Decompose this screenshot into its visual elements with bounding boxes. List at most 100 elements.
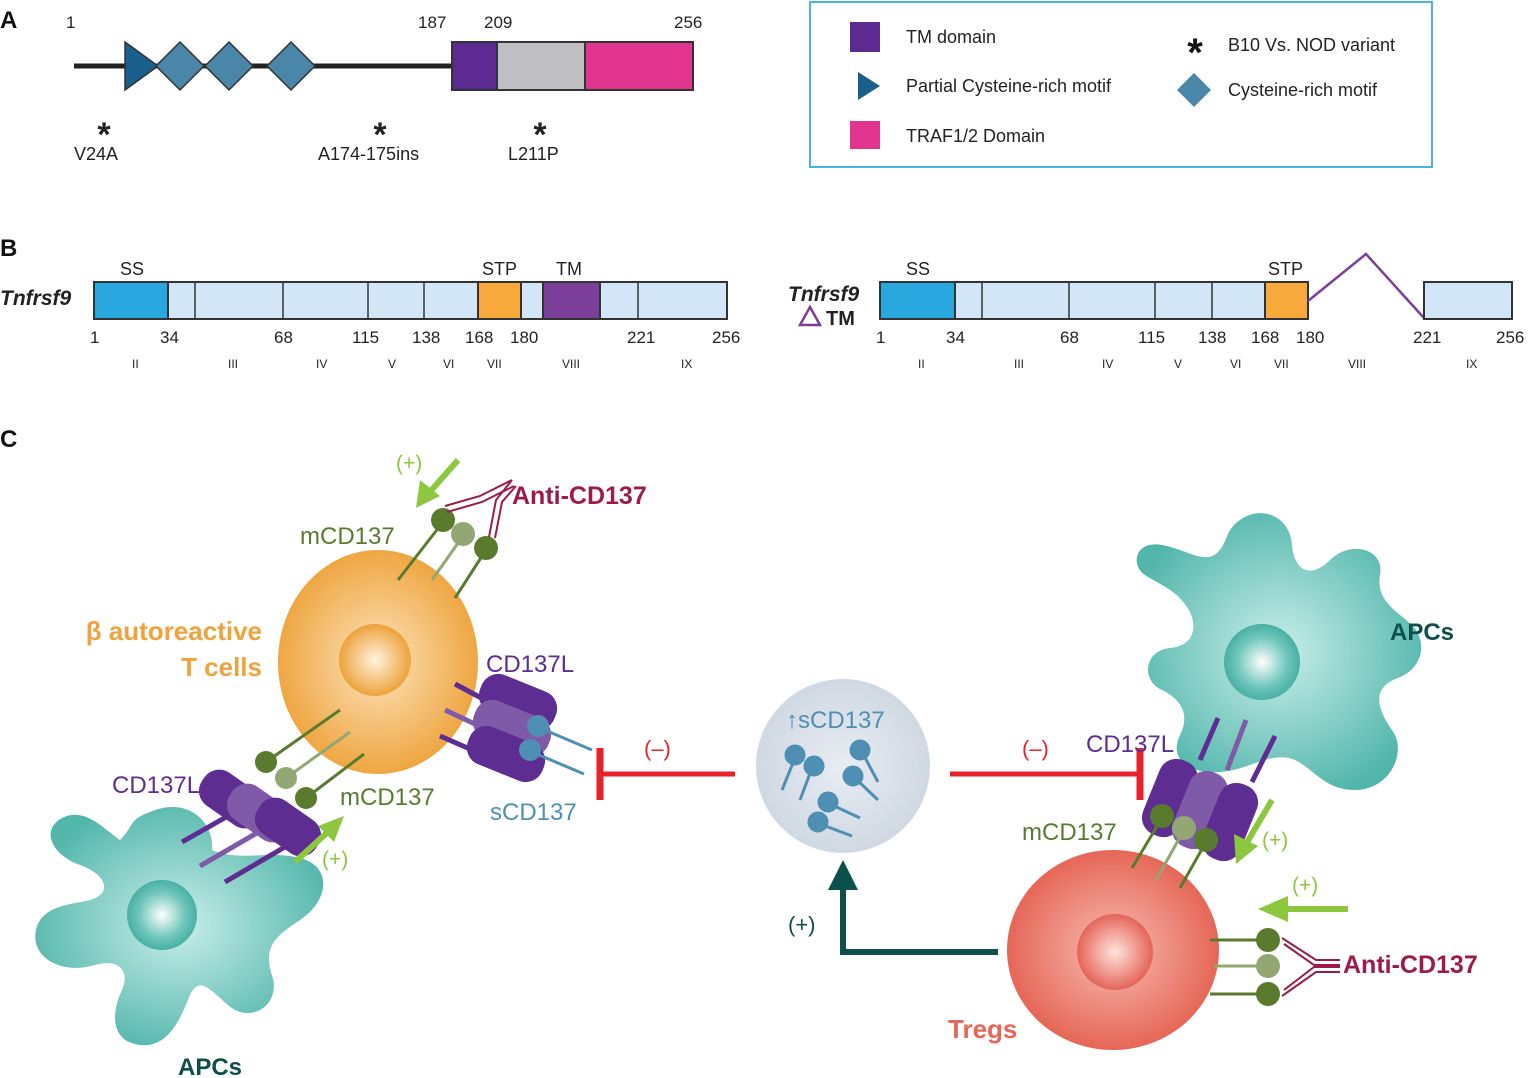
exon-label: VIII: [1348, 357, 1366, 371]
plus-label: (+): [396, 452, 422, 475]
mcd137-head: [451, 522, 475, 546]
mcd137-head: [1256, 928, 1280, 952]
plus-label: (+): [788, 912, 816, 937]
mcd137-head: [1194, 828, 1218, 852]
variant-star: *: [97, 116, 111, 154]
stimulation-head: [1258, 896, 1288, 922]
position-label: 209: [484, 13, 512, 32]
delta-tm-label: TM: [826, 308, 855, 330]
mcd137-stem: [265, 708, 341, 764]
stp-region: [477, 281, 522, 320]
scd137-head: [519, 739, 541, 761]
secretion-arrow-head: [828, 860, 858, 890]
cd137l-stem: [1249, 734, 1278, 784]
ss-label: SS: [120, 259, 144, 279]
cysteine-rich-motif-diamond: [265, 40, 317, 92]
soluble-cd137-pool: ↑sCD137: [756, 679, 930, 853]
stimulation-head: [318, 816, 344, 842]
mcd137-head: [1256, 954, 1280, 978]
mcd137-head: [1256, 982, 1280, 1006]
legend-cysteine-label: Cysteine-rich motif: [1228, 80, 1378, 100]
gene-name-delta: Tnfrsf9: [788, 283, 859, 306]
tm-label: TM: [556, 259, 582, 279]
cysteine-rich-motif-diamond: [203, 40, 255, 92]
position-label: 256: [712, 328, 740, 347]
scd137-stem: [539, 726, 593, 752]
position-label: 138: [412, 328, 440, 347]
exon-label: VII: [487, 357, 502, 371]
scd137-molecule: [803, 755, 825, 777]
ss-region: [93, 281, 169, 320]
legend-swatch-partial: [858, 72, 880, 100]
exon-label: II: [132, 357, 139, 371]
position-label: 180: [1296, 328, 1324, 347]
mcd137-stem: [305, 752, 365, 800]
stp-region: [1264, 281, 1309, 320]
legend-variant-label: B10 Vs. NOD variant: [1228, 35, 1395, 55]
stimulation-line: [425, 458, 461, 496]
apcs-label-right: APCs: [1390, 619, 1454, 646]
mcd137-label-left: mCD137: [340, 784, 435, 811]
legend-swatch-traf: [850, 121, 880, 149]
stp-label: STP: [1268, 259, 1303, 279]
position-label: 1: [66, 13, 75, 32]
intracellular-block: [496, 41, 586, 91]
cd137l-label-mid: CD137L: [486, 651, 574, 678]
tcell-apc-interface: [180, 708, 365, 885]
cysteine-rich-motif-diamond: [154, 40, 206, 92]
scd137-molecule: [849, 739, 871, 761]
position-label: 115: [352, 328, 379, 347]
cd137l-trimer-unit: [466, 725, 546, 783]
mcd137-head: [1172, 816, 1196, 840]
variant-label: V24A: [74, 144, 118, 164]
protein-domain-map: 1 187 209 256 * V24A * A174-175ins * L21…: [66, 13, 702, 164]
legend-tm-label: TM domain: [906, 27, 996, 47]
cd137l-label-left: CD137L: [112, 772, 200, 799]
delta-icon: [797, 304, 823, 327]
cd137l-label-right: CD137L: [1086, 731, 1174, 758]
exon-label: II: [918, 357, 925, 371]
stimulation-arrow-left-bottom: (+): [292, 816, 348, 871]
position-label: 115: [1138, 328, 1165, 347]
treg-apc-interface: [1130, 717, 1278, 889]
position-label: 168: [465, 328, 493, 347]
stimulation-arrow-top: (+): [396, 452, 461, 508]
ss-region: [879, 281, 956, 320]
stimulation-head: [416, 480, 440, 508]
apc-cell-right: [1136, 513, 1422, 790]
stimulation-arrow-treg-top: (+): [1234, 798, 1288, 864]
t-cell-label-line1: β autoreactive: [86, 616, 262, 646]
apc-nucleus: [1224, 624, 1300, 700]
stimulation-line: [292, 827, 333, 865]
inhibition-arrow-left: (–): [596, 736, 735, 800]
legend-swatch-tm: [850, 22, 880, 52]
exon-label: III: [1014, 357, 1024, 371]
position-label: 256: [1496, 328, 1524, 347]
variant-star: *: [373, 116, 387, 154]
apc-nucleus: [127, 880, 197, 950]
antibody-arm: [1281, 971, 1340, 997]
legend-traf-label: TRAF1/2 Domain: [906, 126, 1045, 146]
antibody-arm: [1283, 943, 1340, 966]
scd137-molecule: [784, 744, 806, 766]
antibody-arm: [1283, 966, 1340, 991]
tm-domain-block: [451, 41, 498, 91]
legend-swatch-star: *: [1187, 31, 1203, 75]
plus-label: (+): [1262, 829, 1288, 852]
scd137-molecule: [817, 791, 839, 813]
exon-label: VI: [443, 357, 454, 371]
t-cell-label-line2: T cells: [181, 652, 262, 682]
gene-construct-delta-tm: Tnfrsf9 TM SS STP 1 34 68 115 138 168 18…: [788, 252, 1524, 371]
exon-label: III: [228, 357, 238, 371]
exon-label: IV: [1102, 357, 1113, 371]
inhibition-arrow-right: (–): [950, 736, 1144, 800]
position-label: 34: [160, 328, 179, 347]
gene-construct-full: Tnfrsf9 SS STP TM 1 34 68 115 138 168 18…: [0, 259, 740, 371]
ss-label: SS: [906, 259, 930, 279]
stimulation-arrow-treg-right: (+): [1258, 874, 1348, 922]
exon-ix-block: [1423, 281, 1513, 320]
mcd137-head: [255, 751, 277, 773]
scd137-label: sCD137: [490, 799, 577, 826]
antibody-arm: [1281, 937, 1340, 961]
tcell-anti-cd137: [396, 479, 517, 599]
